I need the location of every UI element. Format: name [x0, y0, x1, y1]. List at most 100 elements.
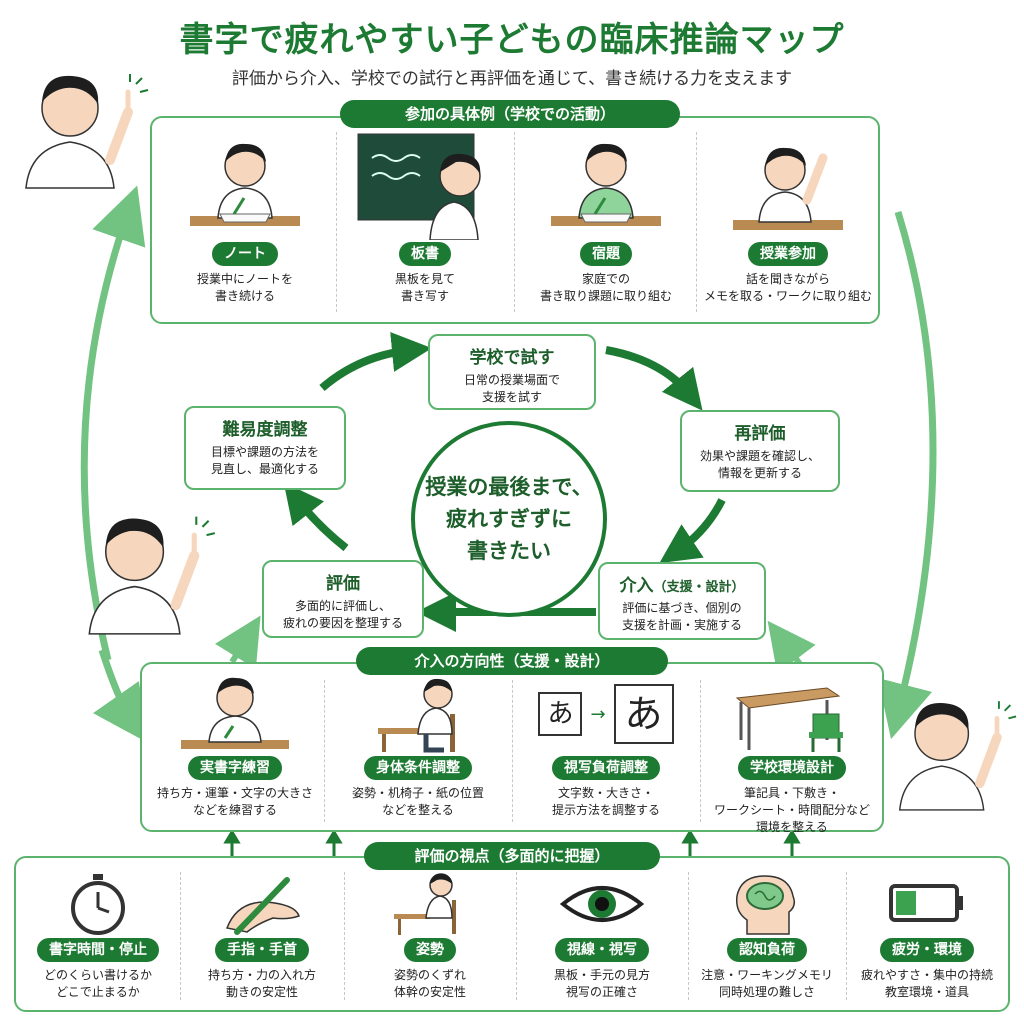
- desk-chair-icon: [735, 687, 843, 752]
- posture-icon: [394, 873, 456, 935]
- evaluation-title: 評価: [326, 574, 360, 594]
- school-env-desc-line2: ワークシート・時間配分など: [713, 803, 870, 817]
- school-trial-title: 学校で試す: [469, 348, 555, 368]
- brain-icon: [735, 875, 796, 935]
- pointing-child-illustration: [80, 494, 220, 638]
- divider: [696, 132, 697, 312]
- writing-practice-desc-line1: 持ち方・運筆・文字の大きさ: [156, 786, 313, 800]
- intervention-card-copy-load: あ → あ 視写負荷調整 文字数・大きさ・提示方法を調整する: [516, 674, 696, 819]
- reevaluation-title: 再評価: [734, 424, 786, 444]
- participation-card-blackboard: 板書 黒板を見て書き写す: [340, 128, 510, 305]
- stopwatch-icon: [71, 874, 125, 935]
- reevaluation-desc-line2: 情報を更新する: [717, 466, 802, 480]
- divider: [324, 680, 325, 822]
- evaluation-desc-line1: 多面的に評価し、: [294, 599, 391, 613]
- homework-desc-line2: 書き取り課題に取り組む: [539, 289, 672, 303]
- body-conditions-desc-line1: 姿勢・机椅子・紙の位置: [351, 786, 484, 800]
- viewpoints-header: 評価の視点（多面的に把握）: [364, 842, 660, 870]
- school-trial-desc-line2: 支援を試す: [481, 390, 542, 404]
- writing-practice-desc-line2: などを練習する: [192, 803, 277, 817]
- posture-label: 姿勢: [404, 938, 456, 962]
- homework-label: 宿題: [580, 242, 632, 266]
- fatigue-desc-line2: 教室環境・道具: [884, 985, 969, 999]
- viewpoint-gaze-copy: 視線・視写 黒板・手元の見方視写の正確さ: [520, 872, 684, 1001]
- difficulty-desc-line2: 見直し、最適化する: [210, 462, 319, 476]
- writing-practice-label: 実書字練習: [188, 756, 282, 780]
- copy-load-desc-line2: 提示方法を調整する: [551, 803, 660, 817]
- notebook-label: ノート: [212, 242, 278, 266]
- fatigue-environment-label: 疲労・環境: [880, 938, 974, 962]
- class-desc-line1: 話を聞きながら: [745, 272, 830, 286]
- gaze-copy-desc-line1: 黒板・手元の見方: [553, 968, 650, 982]
- cycle-intervention: 介入（支援・設計） 評価に基づき、個別の支援を計画・実施する: [598, 562, 766, 640]
- intervention-card-school-environment: 学校環境設計 筆記具・下敷き・ワークシート・時間配分など環境を整える: [704, 674, 880, 836]
- student-blackboard-icon: [357, 133, 481, 240]
- difficulty-adjustment-title: 難易度調整: [222, 420, 308, 440]
- fingers-wrist-desc-line2: 動きの安定性: [225, 985, 298, 999]
- copy-load-desc-line1: 文字数・大きさ・: [557, 786, 654, 800]
- blackboard-desc-line1: 黒板を見て: [394, 272, 455, 286]
- body-conditions-label: 身体条件調整: [364, 756, 472, 780]
- student-raising-hand-icon: [733, 147, 843, 230]
- cycle-reevaluation: 再評価 効果や課題を確認し、情報を更新する: [680, 410, 840, 492]
- copy-load-label: 視写負荷調整: [552, 756, 660, 780]
- reevaluation-desc-line1: 効果や課題を確認し、: [699, 449, 820, 463]
- difficulty-desc-line1: 目標や課題の方法を: [210, 445, 319, 459]
- arrow-right-icon: →: [590, 703, 606, 725]
- notebook-desc-line1: 授業中にノートを: [196, 272, 293, 286]
- divider: [516, 872, 517, 1000]
- divider: [514, 132, 515, 312]
- character-size-demo: あ → あ: [516, 674, 696, 754]
- class-participation-label: 授業参加: [748, 242, 828, 266]
- pointing-child-illustration: [894, 680, 1018, 814]
- class-desc-line2: メモを取る・ワークに取り組む: [703, 289, 872, 303]
- seated-posture-icon: [378, 678, 455, 753]
- participation-card-homework: 宿題 家庭での書き取り課題に取り組む: [520, 128, 692, 305]
- writing-time-desc-line2: どこで止まるか: [56, 985, 140, 999]
- eye-icon: [559, 886, 645, 922]
- viewpoint-writing-time: 書字時間・停止 どのくらい書けるかどこで止まるか: [20, 872, 176, 1001]
- participation-card-notebook: ノート 授業中にノートを書き続ける: [160, 128, 330, 305]
- intervention-title-sub: （支援・設計）: [653, 580, 745, 595]
- intervention-card-body-conditions: 身体条件調整 姿勢・机椅子・紙の位置などを整える: [328, 674, 508, 819]
- fingers-wrist-desc-line1: 持ち方・力の入れ方: [207, 968, 316, 982]
- central-goal: 授業の最後まで、疲れすぎずに書きたい: [411, 421, 607, 617]
- viewpoint-fingers-wrist: 手指・手首 持ち方・力の入れ方動きの安定性: [184, 872, 340, 1001]
- cognitive-load-desc-line2: 同時処理の難しさ: [718, 985, 815, 999]
- writing-practice-icon: [181, 677, 289, 749]
- body-conditions-desc-line2: などを整える: [382, 803, 454, 817]
- divider: [180, 872, 181, 1000]
- divider: [700, 680, 701, 822]
- goal-line1: 授業の最後まで、: [425, 475, 593, 499]
- school-env-desc-line1: 筆記具・下敷き・: [743, 786, 840, 800]
- page-subtitle: 評価から介入、学校での試行と再評価を通じて、書き続ける力を支えます: [231, 69, 793, 89]
- divider: [344, 872, 345, 1000]
- evaluation-desc-line2: 疲れの要因を整理する: [282, 616, 403, 630]
- gaze-copy-label: 視線・視写: [555, 938, 649, 962]
- participation-header: 参加の具体例（学校での活動）: [340, 100, 680, 128]
- participation-card-class: 授業参加 話を聞きながらメモを取る・ワークに取り組む: [700, 128, 876, 305]
- cognitive-load-desc-line1: 注意・ワーキングメモリ: [701, 968, 833, 982]
- viewpoint-posture: 姿勢 姿勢のくずれ体幹の安定性: [348, 872, 512, 1001]
- pointing-child-illustration: [20, 52, 150, 192]
- notebook-desc-line2: 書き続ける: [214, 289, 275, 303]
- blackboard-label: 板書: [399, 242, 451, 266]
- cycle-school-trial: 学校で試す 日常の授業場面で支援を試す: [428, 334, 596, 410]
- large-character-box: あ: [613, 684, 674, 744]
- homework-desc-line1: 家庭での: [581, 272, 630, 286]
- intervention-desc-line1: 評価に基づき、個別の: [622, 601, 742, 615]
- viewpoint-cognitive-load: 認知負荷 注意・ワーキングメモリ同時処理の難しさ: [692, 872, 842, 1001]
- divider: [846, 872, 847, 1000]
- small-character-box: あ: [538, 692, 583, 736]
- intervention-card-writing-practice: 実書字練習 持ち方・運筆・文字の大きさなどを練習する: [150, 674, 320, 819]
- school-trial-desc-line1: 日常の授業場面で: [463, 373, 560, 387]
- writing-time-desc-line1: どのくらい書けるか: [43, 968, 152, 982]
- writing-time-label: 書字時間・停止: [37, 938, 159, 962]
- viewpoint-fatigue-environment: 疲労・環境 疲れやすさ・集中の持続教室環境・道具: [850, 872, 1004, 1001]
- divider: [688, 872, 689, 1000]
- student-notebook-icon: [190, 143, 300, 226]
- school-environment-label: 学校環境設計: [738, 756, 846, 780]
- posture-desc-line2: 体幹の安定性: [393, 985, 466, 999]
- student-homework-icon: [551, 143, 661, 226]
